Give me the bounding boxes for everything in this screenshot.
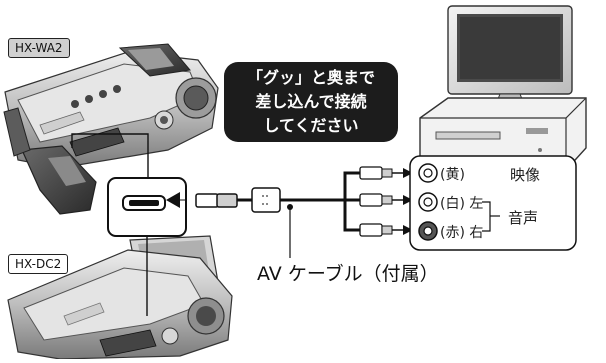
jack-label-yellow: (黄) xyxy=(440,167,465,183)
av-cable xyxy=(166,166,413,258)
jack-label-white: (白) 左 xyxy=(440,196,484,212)
tv-and-recorder xyxy=(419,5,587,171)
tv-input-panel xyxy=(409,155,577,251)
video-group-label: 映像 xyxy=(510,166,541,184)
callout-line-2: 差し込んで接続 xyxy=(255,92,367,111)
callout-line-1: 「グッ」と奥まで xyxy=(246,68,375,87)
jack-label-red: (赤) 右 xyxy=(440,225,484,241)
model-label-hx-dc2: HX-DC2 xyxy=(8,254,69,274)
camera-hx-dc2 xyxy=(7,235,233,360)
av-terminal-box xyxy=(107,177,187,237)
callout-line-3: してください xyxy=(263,116,359,135)
camera-hx-wa2 xyxy=(3,43,219,215)
av-cable-label: AV ケーブル（付属） xyxy=(257,263,439,285)
model-label-hx-wa2: HX-WA2 xyxy=(8,38,70,58)
instruction-callout: 「グッ」と奥まで 差し込んで接続 してください xyxy=(224,62,398,142)
audio-group-label: 音声 xyxy=(508,209,539,227)
